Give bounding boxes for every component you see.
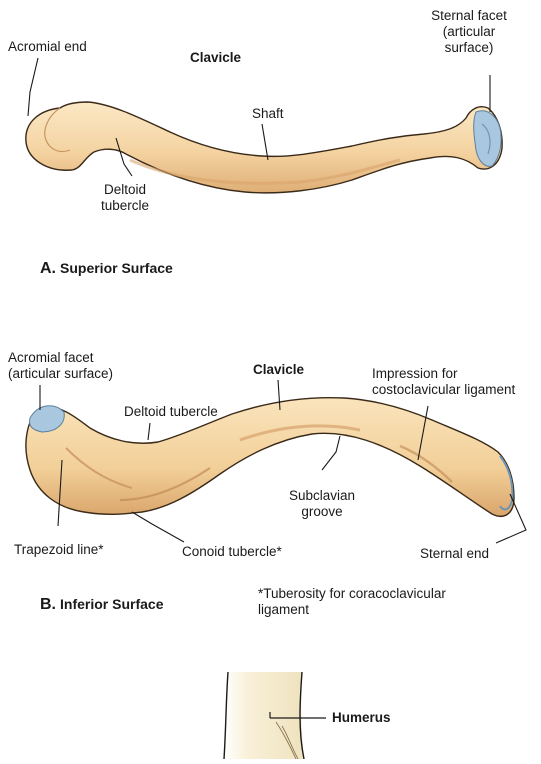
label-subclavian-line2: groove <box>282 504 362 520</box>
label-impression-costoclavicular: Impression for costoclavicular ligament <box>372 366 515 398</box>
label-impression-line1: Impression for <box>372 366 515 382</box>
label-trapezoid-line: Trapezoid line* <box>14 542 104 558</box>
label-clavicle-inferior: Clavicle <box>253 362 304 378</box>
clavicle-inferior-bone <box>26 398 514 517</box>
label-acromial-facet: Acromial facet (articular surface) <box>8 350 113 382</box>
caption-title-b: Inferior Surface <box>60 596 163 612</box>
label-sternal-end: Sternal end <box>420 546 489 562</box>
label-impression-line2: costoclavicular ligament <box>372 382 515 398</box>
label-sternal-facet-line3: surface) <box>419 40 519 56</box>
label-acromial-facet-line1: Acromial facet <box>8 350 113 366</box>
label-acromial-facet-line2: (articular surface) <box>8 366 113 382</box>
label-deltoid-line2: tubercle <box>90 198 160 214</box>
footnote-tuberosity: *Tuberosity for coracoclavicular ligamen… <box>258 586 446 618</box>
caption-letter-a: A. <box>40 260 56 277</box>
footnote-line2: ligament <box>258 602 446 618</box>
label-clavicle-superior: Clavicle <box>190 50 241 66</box>
caption-superior-surface: A.Superior Surface <box>40 260 173 278</box>
label-acromial-end: Acromial end <box>8 39 87 55</box>
humerus-bone <box>224 672 304 759</box>
label-sternal-facet-line1: Sternal facet <box>419 8 519 24</box>
label-deltoid-line1: Deltoid <box>90 182 160 198</box>
label-subclavian-groove: Subclavian groove <box>282 488 362 520</box>
caption-title-a: Superior Surface <box>60 260 173 276</box>
label-conoid-tubercle: Conoid tubercle* <box>182 544 282 560</box>
label-subclavian-line1: Subclavian <box>282 488 362 504</box>
label-humerus: Humerus <box>332 710 391 726</box>
label-deltoid-tubercle-inferior: Deltoid tubercle <box>124 404 218 420</box>
label-sternal-facet: Sternal facet (articular surface) <box>419 8 519 56</box>
label-deltoid-tubercle-superior: Deltoid tubercle <box>90 182 160 214</box>
caption-letter-b: B. <box>40 596 56 613</box>
caption-inferior-surface: B.Inferior Surface <box>40 596 163 614</box>
label-sternal-facet-line2: (articular <box>419 24 519 40</box>
footnote-line1: *Tuberosity for coracoclavicular <box>258 586 446 602</box>
label-shaft: Shaft <box>252 106 284 122</box>
